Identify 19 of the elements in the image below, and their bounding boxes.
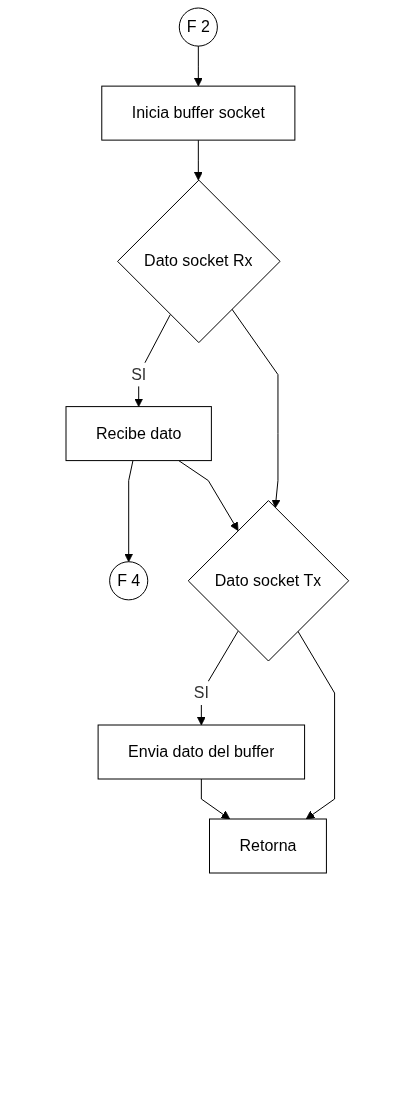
arrow xyxy=(177,460,239,531)
node-box: Envia dato del buffer xyxy=(97,724,305,780)
node-circle: F 2 xyxy=(178,7,218,47)
node-circle: F 4 xyxy=(108,561,148,601)
edge-label: SI xyxy=(130,365,146,383)
node-diamond: Dato socket Tx xyxy=(187,500,349,662)
arrow xyxy=(133,314,171,407)
arrow xyxy=(297,630,335,820)
arrow xyxy=(200,778,230,820)
node-box: Inicia buffer socket xyxy=(100,85,296,141)
node-box: Recibe dato xyxy=(65,406,212,462)
arrow xyxy=(196,630,239,726)
node-box: Retorna xyxy=(208,818,327,874)
arrow xyxy=(123,460,134,563)
arrow xyxy=(193,139,203,181)
arrow xyxy=(193,45,203,87)
node-diamond: Dato socket Rx xyxy=(116,179,281,344)
arrow xyxy=(231,308,281,509)
edge-label: SI xyxy=(193,684,209,702)
